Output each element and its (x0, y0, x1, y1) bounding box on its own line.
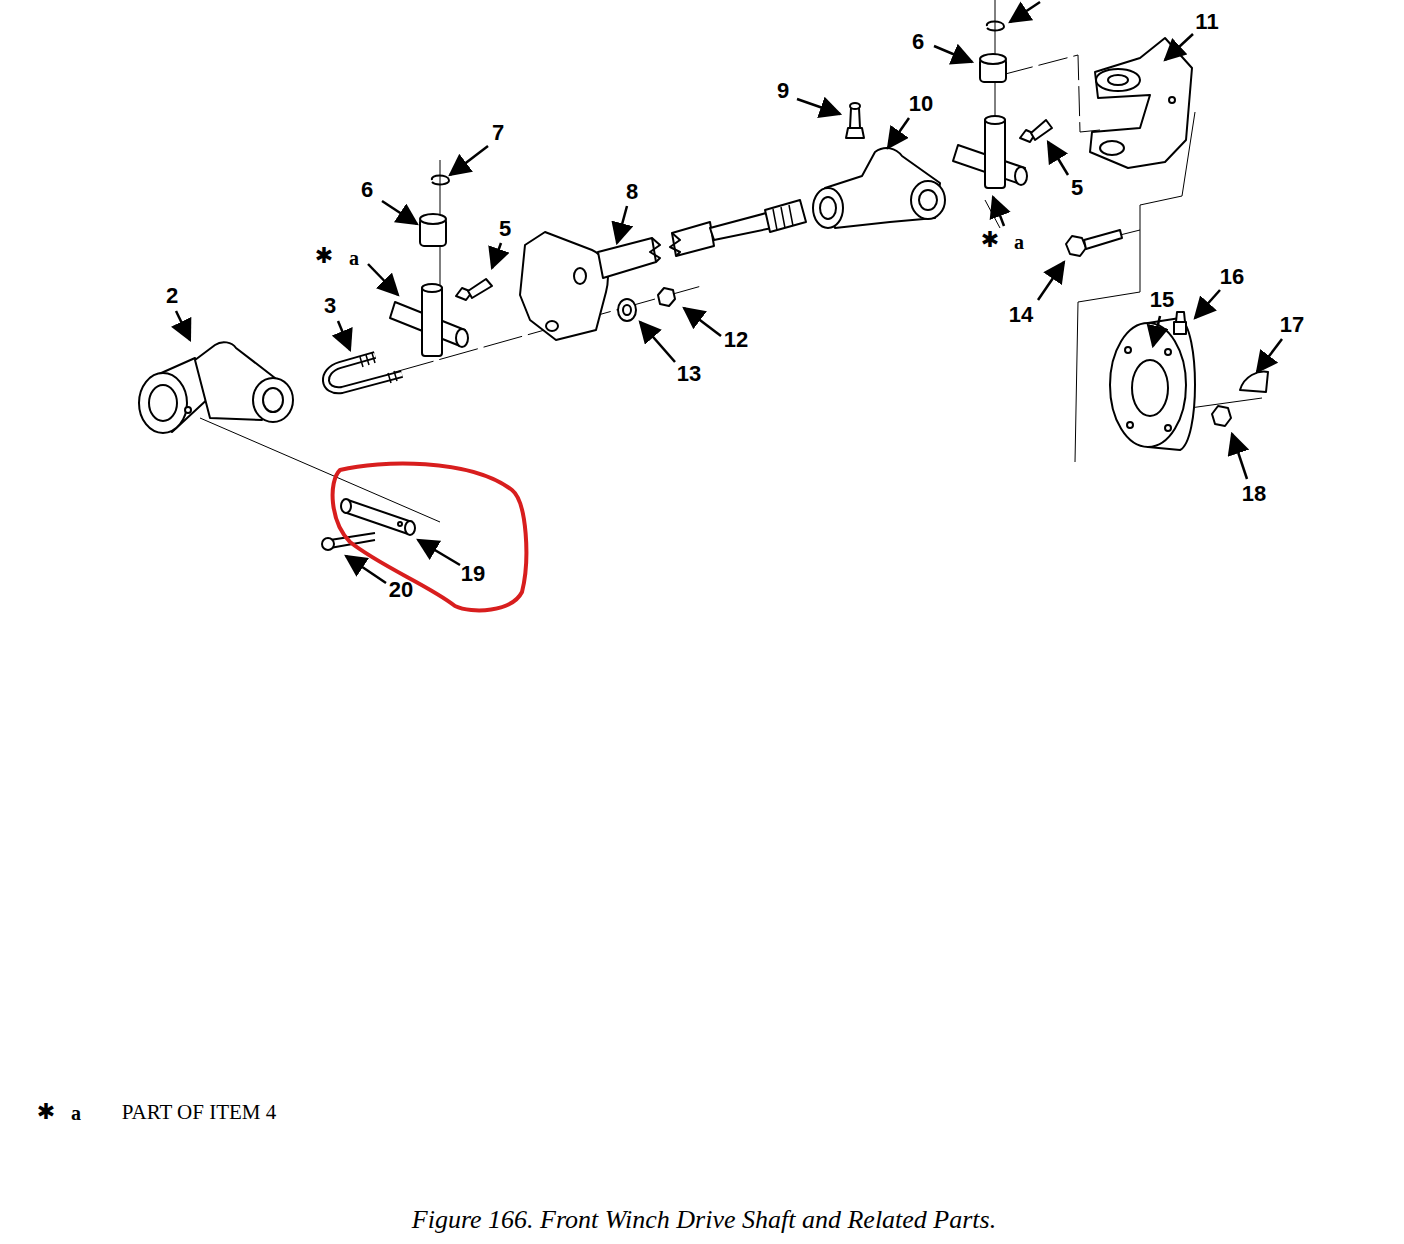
callout-number: 5 (1071, 177, 1083, 199)
callout-number: 3 (324, 295, 336, 317)
footnote-text: PART OF ITEM 4 (122, 1102, 277, 1123)
callout-number: 2 (166, 285, 178, 307)
callout-number: 15 (1150, 289, 1174, 311)
callout-number: 13 (677, 363, 701, 385)
callout-number: 17 (1280, 314, 1304, 336)
footnote-letter: a (71, 1103, 81, 1123)
alignment-lines (200, 0, 1262, 522)
asterisk-mark: ✱ (981, 229, 999, 251)
asterisk-mark: ✱ (315, 245, 333, 267)
figure-caption: Figure 166. Front Winch Drive Shaft and … (412, 1207, 996, 1233)
callout-number: 7 (492, 122, 504, 144)
callout-number: 10 (909, 93, 933, 115)
drive-shaft-parts (139, 22, 1268, 551)
callout-number: 9 (777, 80, 789, 102)
leader-arrows (176, 2, 1282, 583)
callout-number: 8 (626, 181, 638, 203)
callout-number: 20 (389, 579, 413, 601)
callout-number: 12 (724, 329, 748, 351)
callout-number: 14 (1009, 304, 1033, 326)
footnote-letter: a (1014, 232, 1024, 252)
callout-number: 16 (1220, 266, 1244, 288)
callout-number: 19 (461, 563, 485, 585)
asterisk-mark: ✱ (37, 1101, 55, 1123)
callout-number: 5 (499, 218, 511, 240)
callout-number: 18 (1242, 483, 1266, 505)
callout-number: 6 (912, 31, 924, 53)
callout-number: 11 (1195, 11, 1218, 33)
callout-number: 6 (361, 179, 373, 201)
highlight-outline (333, 463, 527, 610)
footnote-letter: a (349, 248, 359, 268)
